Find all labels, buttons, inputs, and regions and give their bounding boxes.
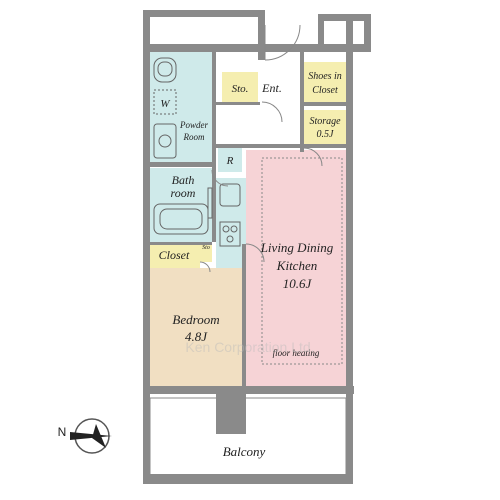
washer-icon	[153, 89, 177, 115]
storage-door-swing	[303, 147, 323, 167]
bathtub-icon	[153, 203, 209, 235]
entrance-door-swing	[264, 24, 301, 61]
storage-area	[304, 110, 346, 144]
balcony-rails	[149, 397, 347, 474]
storage-small-area	[222, 72, 258, 102]
refrigerator-area	[218, 146, 242, 172]
sink-basin-icon	[158, 134, 172, 148]
storage-small-label: Sto.	[232, 83, 249, 95]
closet-door-swing	[199, 261, 211, 273]
bedroom-label-2: 4.8J	[185, 329, 208, 344]
kitchen-sink-icon	[219, 183, 241, 207]
ldk-label-3: 10.6J	[283, 276, 313, 291]
fixtures	[153, 57, 241, 247]
bathroom-label-2: room	[171, 186, 196, 200]
sink-icon	[153, 123, 177, 159]
refrigerator-label: R	[226, 155, 234, 167]
closet-label: Closet	[159, 248, 190, 262]
floor-heating-label: floor heating	[273, 348, 320, 358]
shoes-closet-area	[304, 62, 346, 102]
balcony-label: Balcony	[223, 444, 266, 459]
bathtub-inner-icon	[159, 208, 203, 230]
bedroom-label-1: Bedroom	[172, 312, 219, 327]
powder-room-label-2: Room	[183, 132, 205, 142]
toilet-icon	[153, 57, 177, 83]
kitchen-counter	[216, 178, 246, 268]
closet-area	[150, 242, 200, 268]
closet-storage-small-area	[200, 242, 212, 262]
bedroom-door-swing	[245, 243, 265, 263]
bathroom-area	[150, 168, 212, 242]
closet-storage-small-label: Sto	[202, 245, 210, 251]
bedroom-area	[150, 268, 242, 386]
north-label: N	[58, 425, 67, 439]
floor-heating-zone	[261, 157, 343, 365]
entrance-label: Ent.	[261, 81, 282, 95]
bath-door-icon	[207, 187, 213, 219]
washer-label: W	[160, 98, 170, 110]
compass-icon: N	[58, 418, 112, 454]
storage-label-2: 0.5J	[317, 129, 335, 140]
bathroom-label-1: Bath	[172, 173, 195, 187]
walls	[143, 10, 371, 484]
burner-icon	[226, 235, 234, 243]
powder-room-label-1: Powder	[179, 120, 208, 130]
door-swings	[199, 24, 323, 273]
ldk-label-2: Kitchen	[276, 258, 317, 273]
storage-label-1: Storage	[309, 116, 341, 127]
toilet-bowl-icon	[157, 61, 173, 77]
stove-icon	[219, 221, 241, 247]
sto-door-swing	[261, 101, 283, 123]
ldk-label-1: Living Dining	[260, 240, 334, 255]
living-dining-kitchen-area	[246, 150, 348, 386]
burner-icon	[222, 225, 230, 233]
shoes-closet-label-2: Closet	[312, 85, 338, 96]
burner-icon	[230, 225, 238, 233]
powder-room-area	[150, 52, 212, 162]
bath-door-swing	[211, 169, 229, 187]
shoes-closet-label-1: Shoes in	[308, 71, 342, 82]
watermark: Ken Corporation Ltd.	[185, 339, 314, 355]
